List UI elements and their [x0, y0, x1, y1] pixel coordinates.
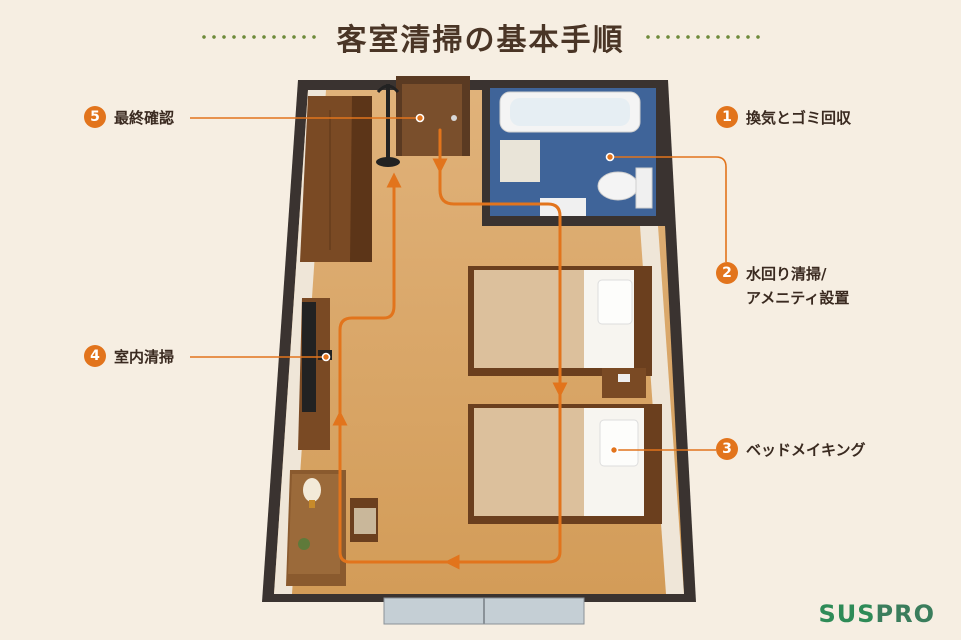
step-3-badge: 3 — [716, 438, 738, 460]
step-3-text: ベッドメイキング — [746, 441, 866, 459]
coat-stand — [376, 84, 400, 167]
tv-console — [298, 298, 332, 450]
table-lamp — [303, 478, 321, 502]
step-4-badge: 4 — [84, 345, 106, 367]
brand-part-1: SUS — [818, 600, 876, 628]
step-2-badge: 2 — [716, 262, 738, 284]
desk-area — [286, 470, 378, 586]
step-5-badge: 5 — [84, 106, 106, 128]
title-row: 客室清掃の基本手順 — [0, 14, 961, 60]
leader-lines — [190, 113, 727, 455]
step-5-text: 最終確認 — [114, 109, 175, 127]
step-4-text: 室内清掃 — [114, 348, 175, 366]
bathroom — [482, 80, 666, 226]
brand-logo: SUSPRO — [818, 600, 935, 628]
brand-part-2: PRO — [875, 600, 935, 628]
bedside-table — [602, 368, 646, 398]
title-dots-left — [198, 35, 319, 39]
step-1-label: 1 換気とゴミ回収 — [716, 106, 851, 130]
toilet — [597, 171, 639, 201]
step-4-label: 4 室内清掃 — [84, 345, 174, 369]
step-5-label: 5 最終確認 — [84, 106, 174, 130]
bed-2 — [468, 404, 662, 524]
title-dots-right — [642, 35, 763, 39]
step-2-text: 水回り清掃/ アメニティ設置 — [746, 265, 850, 307]
window — [383, 597, 585, 625]
wardrobe — [300, 96, 372, 262]
shower-curtain — [500, 140, 540, 182]
entrance-door — [396, 76, 470, 156]
cleaning-route — [332, 128, 568, 570]
step-1-text: 換気とゴミ回収 — [746, 109, 852, 127]
step-3-label: 3 ベッドメイキング — [716, 438, 866, 462]
plant-icon — [298, 538, 310, 550]
page-title: 客室清掃の基本手順 — [336, 23, 625, 58]
step-2-label: 2 水回り清掃/ アメニティ設置 — [716, 262, 849, 310]
step-1-badge: 1 — [716, 106, 738, 128]
